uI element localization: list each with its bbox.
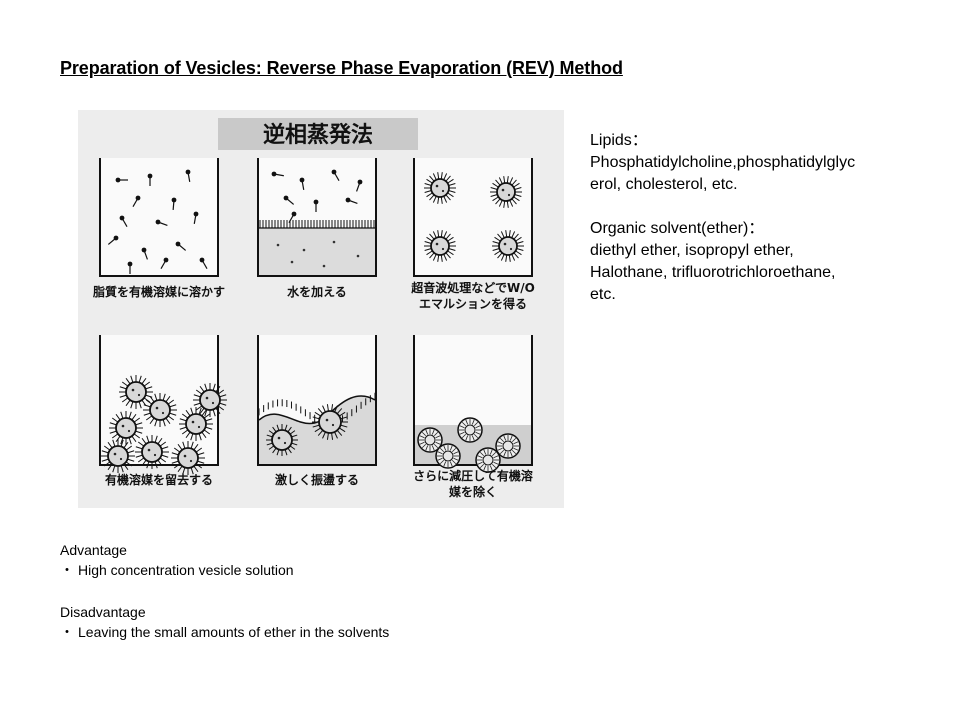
panel-caption: エマルションを得る <box>419 296 527 311</box>
panel-caption: 超音波処理などでW/O <box>410 280 535 295</box>
disadvantage-item: ・Leaving the small amounts of ether in t… <box>60 622 760 642</box>
diagram-header: 逆相蒸発法 <box>263 122 373 148</box>
info-panel: Lipids： Phosphatidylcholine,phosphatidyl… <box>590 130 920 306</box>
panel-dissolve <box>100 158 218 276</box>
panel-remove-remaining <box>414 335 532 472</box>
disadvantage-heading: Disadvantage <box>60 602 760 622</box>
panel-remove-solvent <box>100 335 227 475</box>
panel-caption: 水を加える <box>287 284 347 299</box>
panel-add-water <box>258 158 376 276</box>
pros-cons: Advantage ・High concentration vesicle so… <box>60 540 760 642</box>
solvent-line-2: Halothane, trifluorotrichloroethane, <box>590 262 920 284</box>
disadvantage-item-text: Leaving the small amounts of ether in th… <box>78 624 389 640</box>
panel-caption: 激しく振盪する <box>275 472 359 487</box>
lipids-line-1: Phosphatidylcholine,phosphatidylglyc <box>590 152 920 174</box>
bullet-icon: ・ <box>60 622 78 642</box>
bullet-icon: ・ <box>60 560 78 580</box>
advantage-item: ・High concentration vesicle solution <box>60 560 760 580</box>
lipids-heading: Lipids： <box>590 130 920 152</box>
advantage-heading: Advantage <box>60 540 760 560</box>
panel-shake <box>258 335 376 465</box>
panel-emulsion <box>414 158 532 276</box>
solvent-heading: Organic solvent(ether)： <box>590 218 920 240</box>
solvent-line-3: etc. <box>590 284 920 306</box>
panel-caption: 脂質を有機溶媒に溶かす <box>92 284 225 299</box>
lipids-line-2: erol, cholesterol, etc. <box>590 174 920 196</box>
panel-caption: 媒を除く <box>449 484 497 499</box>
vesicle-icon <box>496 434 520 458</box>
solvent-line-1: diethyl ether, isopropyl ether, <box>590 240 920 262</box>
advantage-item-text: High concentration vesicle solution <box>78 562 294 578</box>
vesicle-icon <box>458 418 482 442</box>
vesicle-icon <box>436 444 460 468</box>
panel-caption: 有機溶媒を留去する <box>105 472 213 487</box>
panel-caption: さらに減圧して有機溶 <box>413 468 533 483</box>
page-title: Preparation of Vesicles: Reverse Phase E… <box>60 58 623 79</box>
